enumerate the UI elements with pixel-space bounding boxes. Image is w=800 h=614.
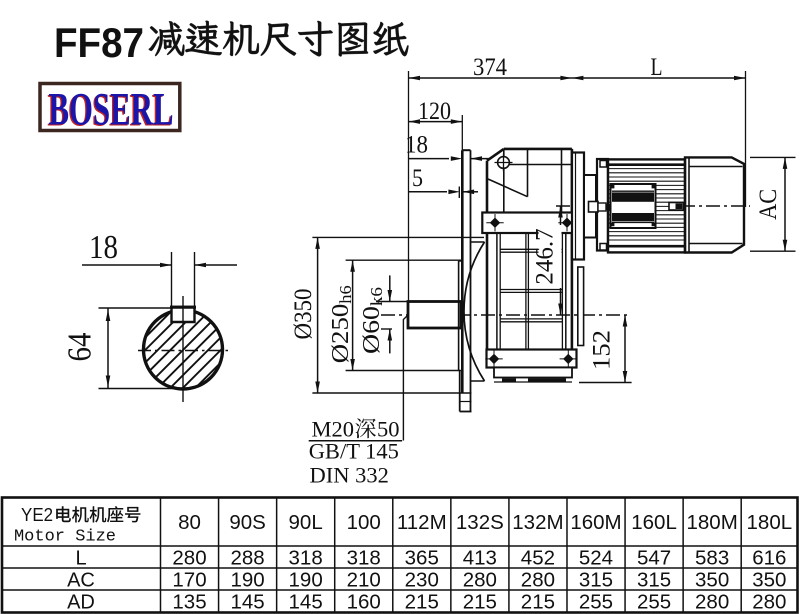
svg-text:160: 160 xyxy=(347,591,381,614)
svg-text:160M: 160M xyxy=(570,511,621,534)
svg-text:160L: 160L xyxy=(631,511,677,534)
svg-text:246.7: 246.7 xyxy=(532,228,559,284)
svg-text:135: 135 xyxy=(172,591,206,614)
svg-text:180L: 180L xyxy=(747,511,793,534)
svg-text:280: 280 xyxy=(521,569,555,592)
svg-text:280: 280 xyxy=(172,547,206,570)
svg-text:18: 18 xyxy=(405,132,428,159)
svg-text:365: 365 xyxy=(405,547,439,570)
svg-text:230: 230 xyxy=(405,569,439,592)
svg-text:350: 350 xyxy=(752,569,786,592)
svg-text:452: 452 xyxy=(521,547,555,570)
svg-text:50: 50 xyxy=(377,417,400,442)
svg-text:255: 255 xyxy=(637,591,671,614)
svg-text:18: 18 xyxy=(89,229,118,266)
svg-text:524: 524 xyxy=(579,547,613,570)
svg-text:AD: AD xyxy=(67,592,95,614)
svg-text:DIN 332: DIN 332 xyxy=(310,463,389,488)
svg-text:90L: 90L xyxy=(289,511,323,534)
svg-text:152: 152 xyxy=(589,330,616,370)
svg-text:L: L xyxy=(75,548,86,570)
svg-text:BOSERL: BOSERL xyxy=(47,85,172,137)
svg-text:413: 413 xyxy=(463,547,497,570)
svg-text:280: 280 xyxy=(695,591,729,614)
svg-text:210: 210 xyxy=(347,569,381,592)
svg-text:616: 616 xyxy=(752,547,786,570)
svg-text:288: 288 xyxy=(230,547,264,570)
svg-text:215: 215 xyxy=(463,591,497,614)
svg-text:AC: AC xyxy=(67,570,95,592)
svg-text:215: 215 xyxy=(405,591,439,614)
svg-text:132S: 132S xyxy=(456,511,504,534)
svg-text:BOSERL: BOSERL xyxy=(49,83,174,135)
svg-text:145: 145 xyxy=(230,591,264,614)
svg-text:145: 145 xyxy=(289,591,323,614)
svg-text:280: 280 xyxy=(752,591,786,614)
svg-text:583: 583 xyxy=(695,547,729,570)
svg-text:318: 318 xyxy=(347,547,381,570)
svg-text:90S: 90S xyxy=(229,511,265,534)
svg-text:547: 547 xyxy=(637,547,671,570)
svg-text:170: 170 xyxy=(172,569,206,592)
svg-text:215: 215 xyxy=(521,591,555,614)
svg-text:180M: 180M xyxy=(686,511,737,534)
svg-text:GB/T 145: GB/T 145 xyxy=(309,438,399,463)
svg-text:L: L xyxy=(651,54,663,81)
svg-text:374: 374 xyxy=(473,54,507,81)
svg-text:64: 64 xyxy=(62,333,99,362)
svg-text:80: 80 xyxy=(178,511,201,534)
svg-text:280: 280 xyxy=(463,569,497,592)
svg-text:132M: 132M xyxy=(512,511,563,534)
svg-text:5: 5 xyxy=(412,165,423,192)
svg-text:350: 350 xyxy=(695,569,729,592)
svg-text:255: 255 xyxy=(579,591,613,614)
svg-text:120: 120 xyxy=(418,98,451,125)
svg-text:FF87: FF87 xyxy=(54,19,144,66)
svg-text:Ø350: Ø350 xyxy=(290,289,317,340)
svg-text:AC: AC xyxy=(755,189,782,220)
svg-text:190: 190 xyxy=(289,569,323,592)
svg-text:M20: M20 xyxy=(312,417,355,442)
svg-text:318: 318 xyxy=(289,547,323,570)
svg-text:112M: 112M xyxy=(397,511,447,534)
svg-text:315: 315 xyxy=(579,569,613,592)
svg-text:YE2: YE2 xyxy=(21,504,53,525)
svg-text:190: 190 xyxy=(230,569,264,592)
svg-text:100: 100 xyxy=(347,511,381,534)
svg-text:Motor Size: Motor Size xyxy=(14,528,116,547)
svg-text:315: 315 xyxy=(637,569,671,592)
